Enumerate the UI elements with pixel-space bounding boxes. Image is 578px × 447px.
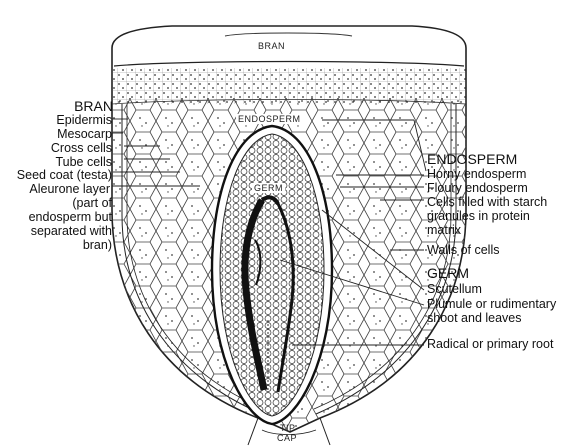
- bran-seed-coat: Seed coat (testa): [17, 168, 112, 182]
- bran-note-line-3: separated with: [31, 224, 112, 238]
- bran-tube-cells: Tube cells: [55, 155, 112, 169]
- bran-epidermis: Epidermis: [56, 113, 112, 127]
- germ-radical: Radical or primary root: [427, 337, 553, 351]
- germ-scutellum: Scutellum: [427, 282, 482, 296]
- bran-note-line-1: (part of: [72, 196, 112, 210]
- endosperm-cells-line-2: granules in protein: [427, 209, 530, 223]
- endosperm-heading: ENDOSPERM: [427, 152, 517, 166]
- germ-heading: GERM: [427, 266, 469, 280]
- endosperm-floury: Floury endosperm: [427, 181, 528, 195]
- cap-inner-label: CAP: [275, 433, 299, 443]
- bran-aleurone-layer: Aleurone layer: [29, 182, 110, 196]
- bran-heading: BRAN: [74, 99, 113, 113]
- germ-plumule-line-1: Plumule or rudimentary: [427, 297, 556, 311]
- endosperm-cells-line-1: Cells filled with starch: [427, 195, 547, 209]
- endosperm-cells-line-3: matrix: [427, 223, 461, 237]
- endosperm-inner-label: ENDOSPERM: [236, 114, 303, 124]
- bran-inner-label: BRAN: [256, 41, 287, 51]
- germ-inner-label: GERM: [252, 183, 285, 193]
- tip-inner-label: TIP: [278, 423, 298, 433]
- germ-plumule-line-2: shoot and leaves: [427, 311, 522, 325]
- bran-mesocarp: Mesocarp: [57, 127, 112, 141]
- bran-note-line-4: bran): [83, 238, 112, 252]
- endosperm-walls: Walls of cells: [427, 243, 499, 257]
- endosperm-horny: Horny endosperm: [427, 167, 526, 181]
- bran-note-line-2: endosperm but: [29, 210, 112, 224]
- bran-cross-cells: Cross cells: [51, 141, 112, 155]
